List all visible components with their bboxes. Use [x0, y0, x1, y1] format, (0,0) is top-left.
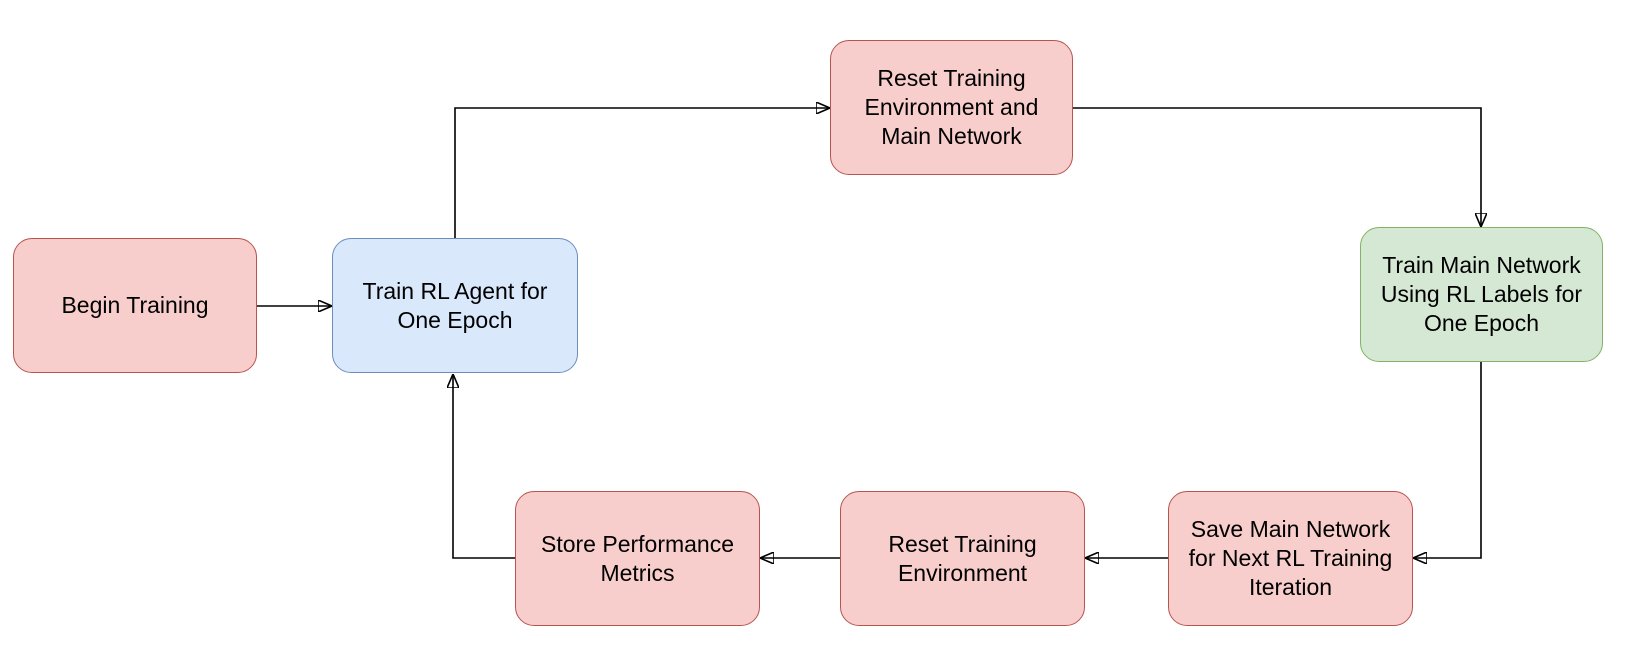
node-store-metrics: Store Performance Metrics	[515, 491, 760, 626]
node-reset-environment: Reset Training Environment	[840, 491, 1085, 626]
edge-store-to-train-rl	[453, 376, 515, 559]
node-save-main-network: Save Main Network for Next RL Training I…	[1168, 491, 1413, 626]
edge-reset-top-to-train-main	[1073, 107, 1481, 225]
node-reset-env-main-net: Reset Training Environment and Main Netw…	[830, 40, 1073, 175]
node-train-main-network: Train Main Network Using RL Labels for O…	[1360, 227, 1603, 362]
edge-train-rl-to-reset-top	[454, 108, 828, 238]
node-train-rl-agent: Train RL Agent for One Epoch	[332, 238, 578, 373]
edge-train-main-to-save	[1415, 362, 1482, 558]
node-begin-training: Begin Training	[13, 238, 257, 373]
